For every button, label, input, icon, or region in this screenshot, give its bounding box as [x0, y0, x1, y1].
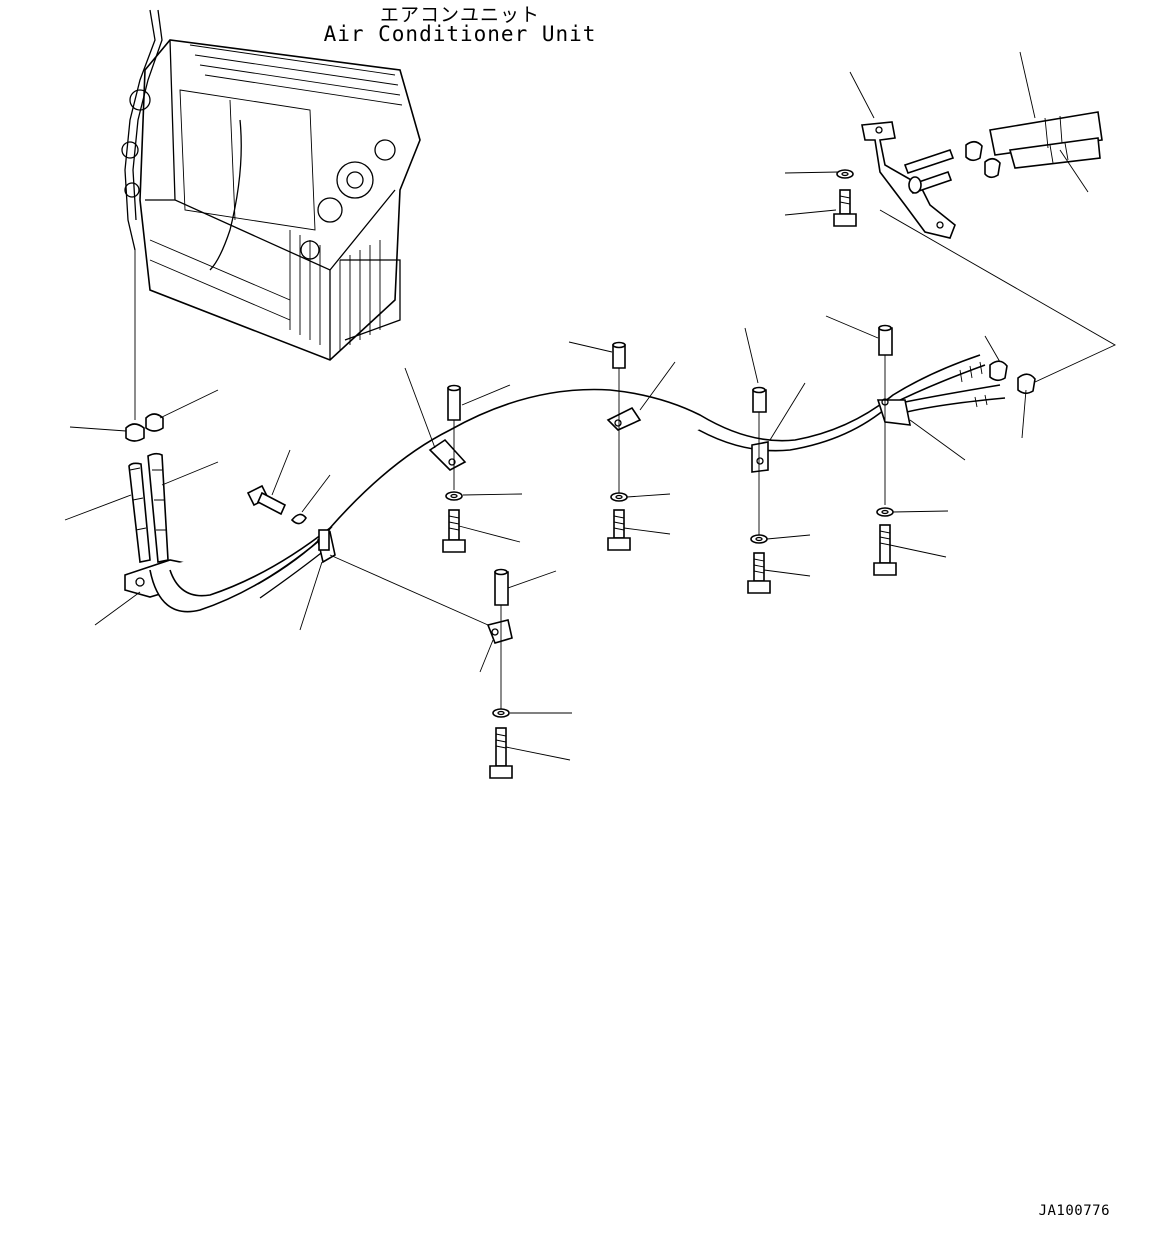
clamp-icon — [317, 398, 912, 644]
bolt-icon — [246, 189, 897, 779]
hose-icon — [128, 452, 169, 563]
hose-icon — [989, 111, 1103, 169]
air-conditioner-unit-icon — [121, 9, 421, 361]
air-conditioner-label-jp: エアコンユニット — [379, 4, 540, 26]
air-conditioner-label-en: Air Conditioner Unit — [323, 22, 597, 46]
clamp-icon — [125, 413, 164, 442]
leader-lines — [271, 51, 1089, 761]
washer-icon — [290, 169, 894, 718]
spacer-icon — [447, 324, 893, 606]
clamp-icon — [965, 140, 1036, 395]
bracket-icon — [861, 121, 956, 239]
document-code: JA100776 — [1038, 1203, 1110, 1219]
hose-icon — [149, 354, 1006, 613]
